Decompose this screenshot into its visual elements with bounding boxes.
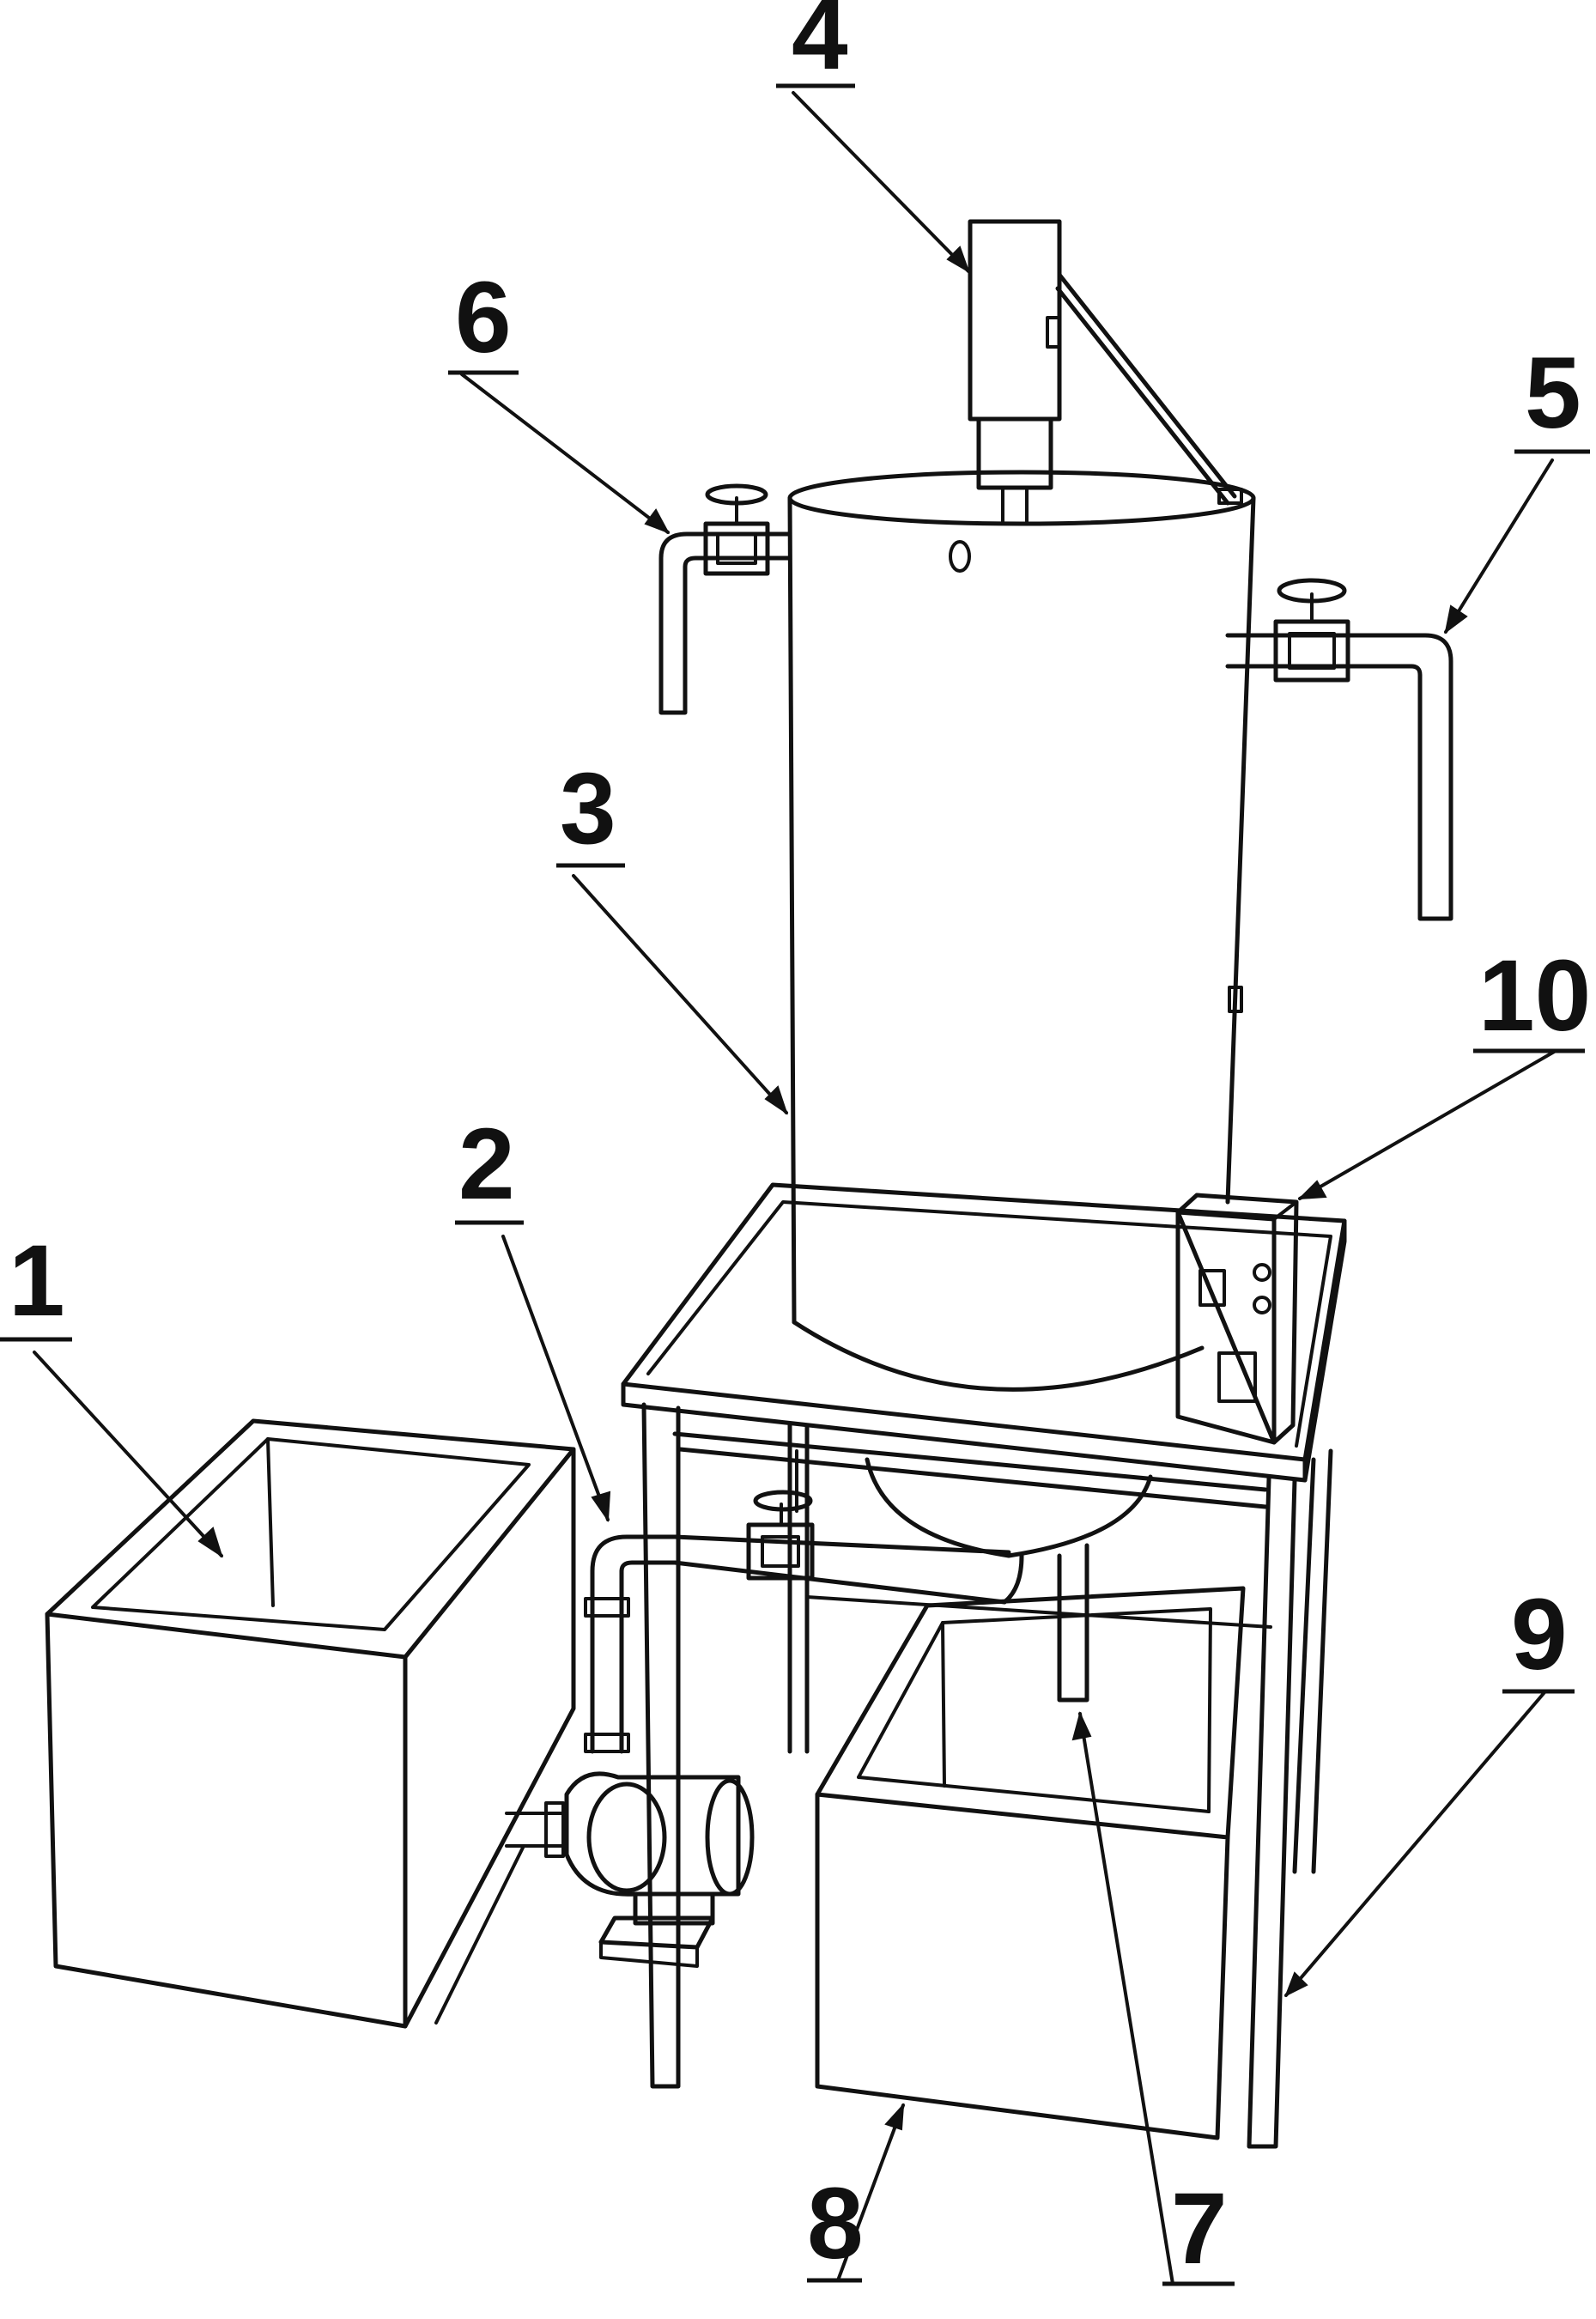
callout-8: 8 — [807, 2167, 864, 2280]
leader-5 — [1444, 458, 1554, 634]
stirrer-motor — [968, 219, 1243, 525]
leader-9 — [1284, 1690, 1547, 1997]
upper-right-outlet-pipe — [1225, 578, 1453, 921]
callout-2: 2 — [458, 1108, 515, 1221]
leader-pump-inlet — [434, 1844, 525, 2025]
support-table — [621, 1182, 1347, 2149]
drain-pipe — [1057, 1543, 1089, 1703]
leader-1 — [33, 1351, 223, 1557]
leader-6 — [460, 373, 670, 534]
leader-3 — [572, 874, 788, 1114]
callout-10: 10 — [1478, 939, 1591, 1053]
leader-10 — [1298, 1049, 1557, 1200]
callout-9: 9 — [1511, 1578, 1568, 1691]
reaction-vessel — [787, 470, 1256, 1558]
collection-tank — [815, 1586, 1246, 2140]
bottom-discharge-valve — [672, 1449, 1024, 1605]
callout-5: 5 — [1525, 337, 1581, 450]
leader-lines — [33, 91, 1557, 2286]
leader-4 — [792, 91, 970, 273]
leader-2 — [501, 1235, 610, 1521]
callout-1: 1 — [9, 1224, 65, 1338]
leader-7 — [1078, 1712, 1174, 2286]
upper-left-outlet-pipe — [658, 483, 792, 715]
leader-8 — [836, 2103, 905, 2282]
control-box — [1175, 1193, 1299, 1445]
callout-4: 4 — [792, 0, 848, 91]
callout-6: 6 — [455, 261, 512, 374]
callout-7: 7 — [1171, 2172, 1228, 2286]
callout-3: 3 — [560, 752, 616, 865]
feed-pump — [505, 1534, 755, 1968]
open-water-tank — [45, 1418, 576, 2029]
